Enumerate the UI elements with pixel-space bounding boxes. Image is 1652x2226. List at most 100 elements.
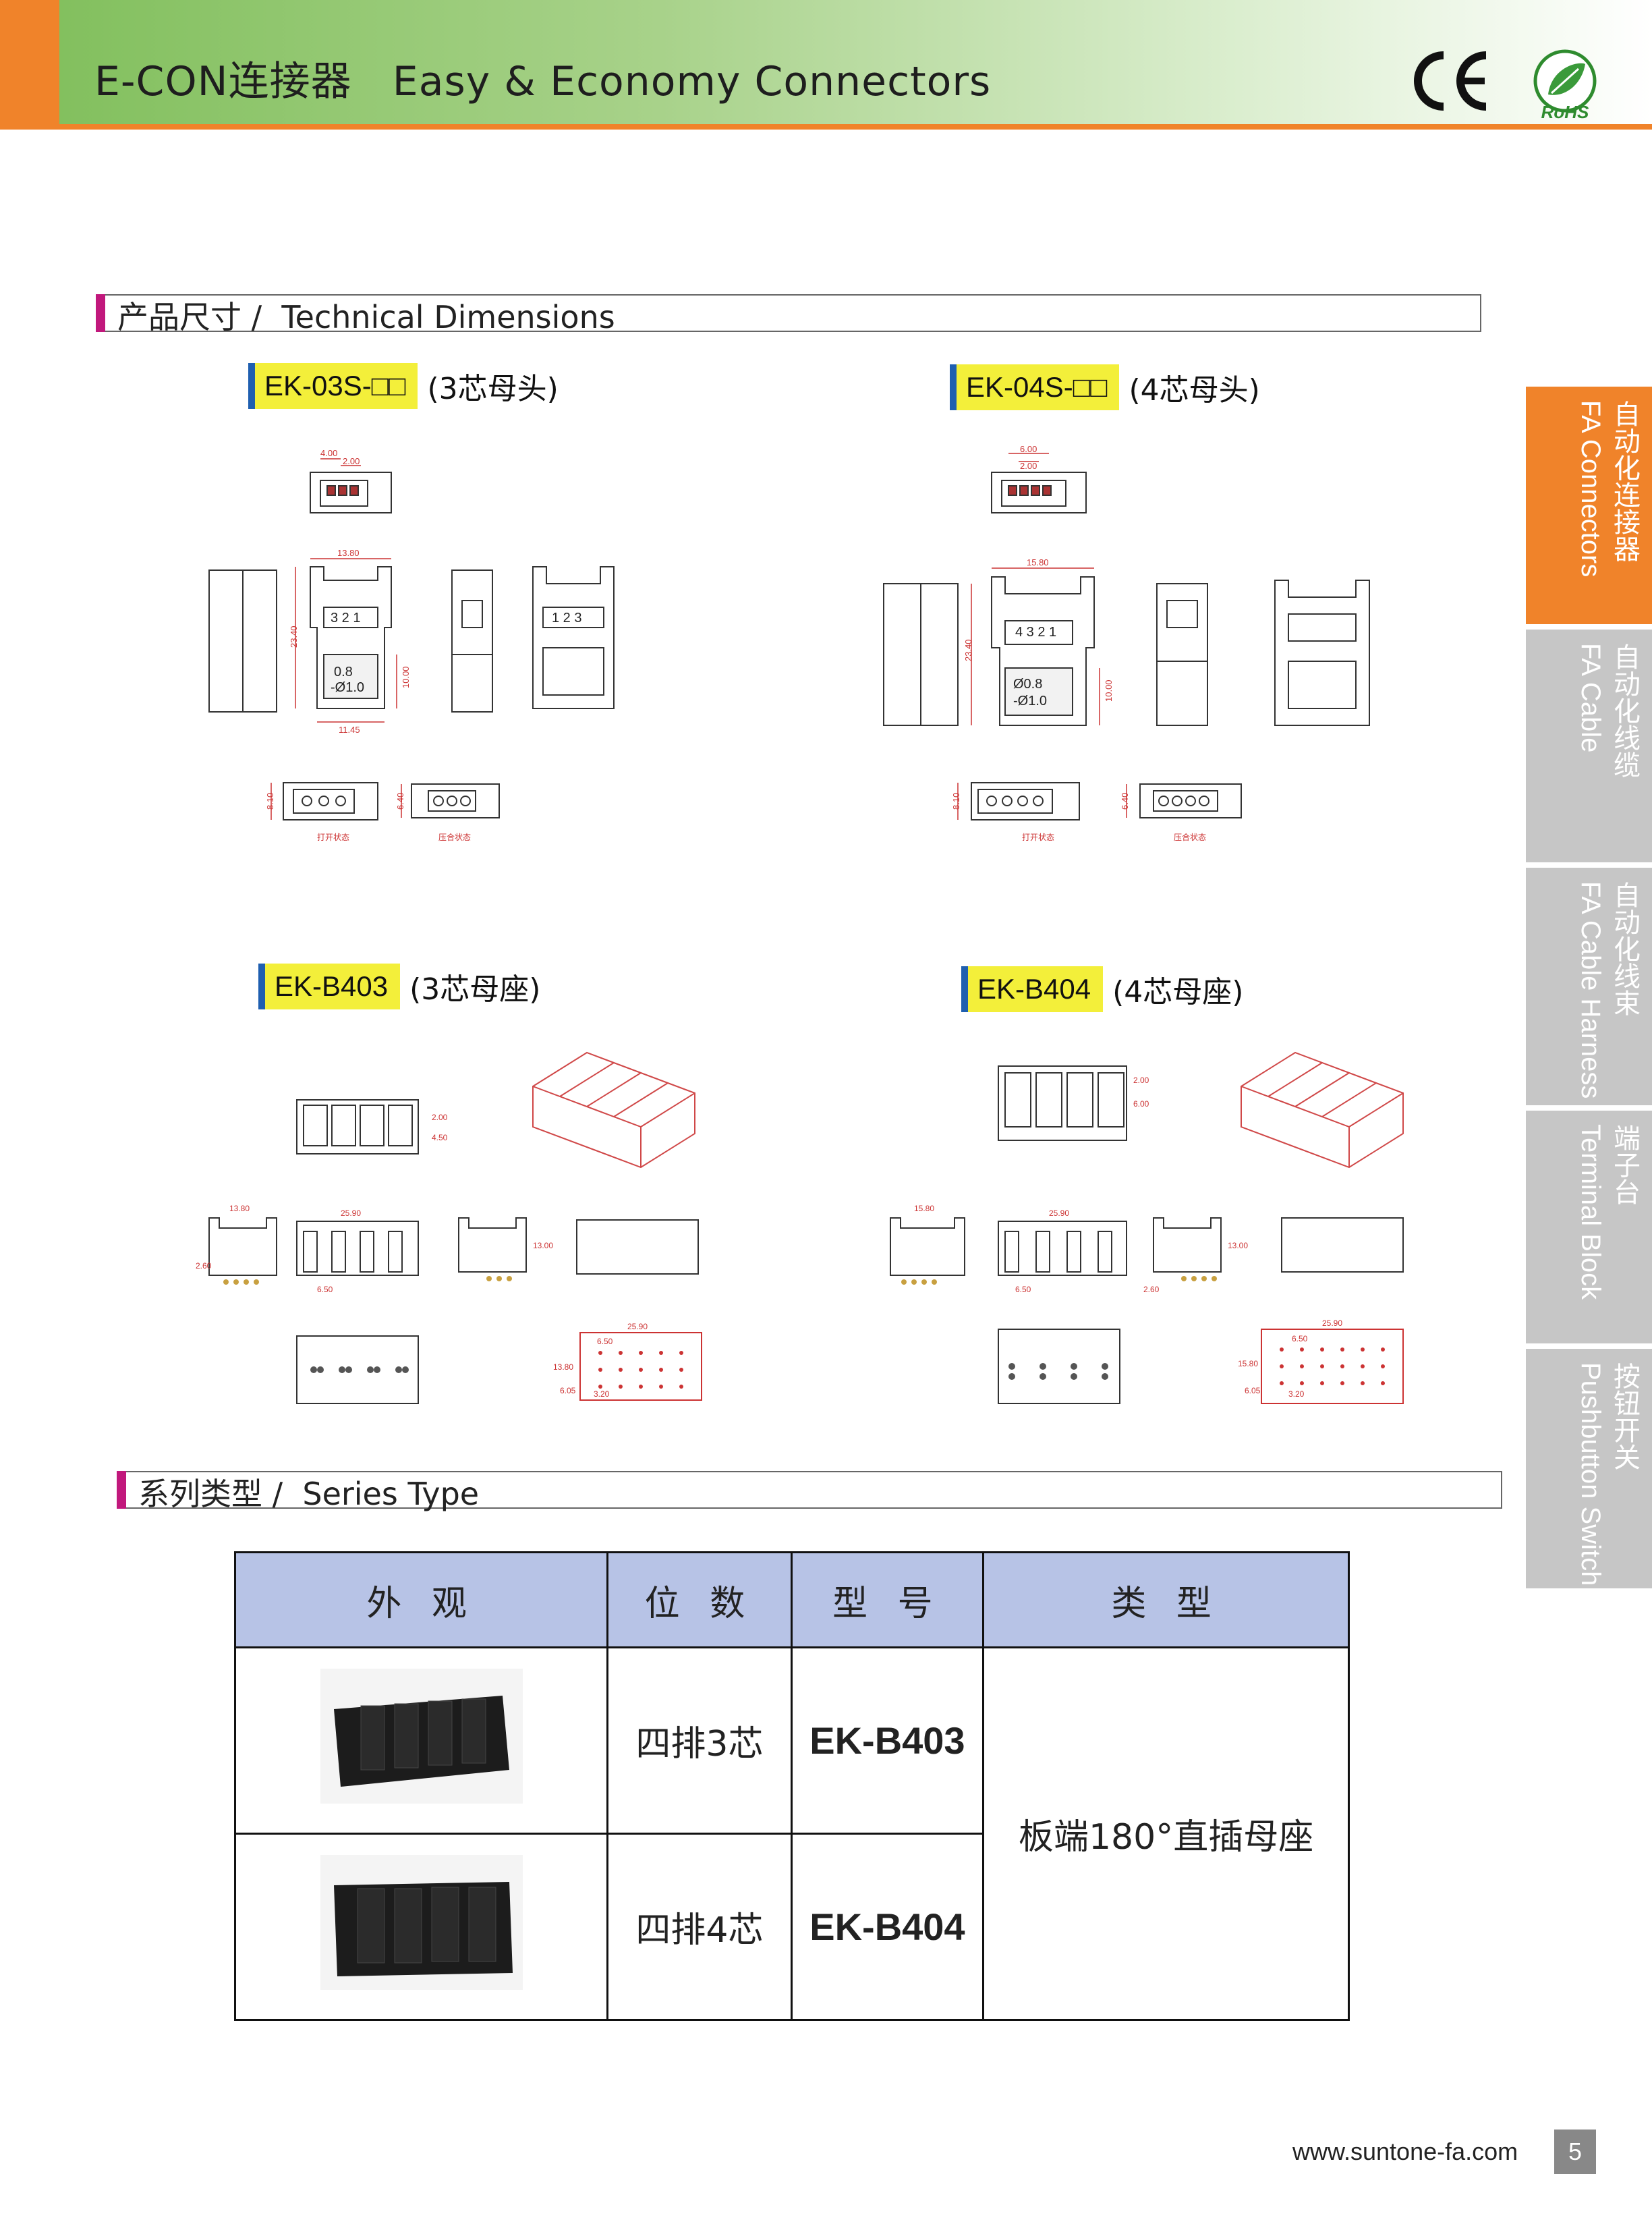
dim-label: 6.40 [395,793,405,810]
drawing-ekb403: 2.00 4.50 13.80 25.90 2.60 6.50 13.00 25… [196,1051,702,1404]
dim-label: 11.45 [339,725,360,735]
product-code: EK-B404 [968,966,1104,1012]
product-code: EK-03S-□□ [255,363,418,409]
product-desc: (3芯母头) [427,372,559,406]
series-table: 外 观 位 数 型 号 类 型 四排3芯 EK-B403 板端180°直插母座 [233,1551,1350,2021]
dim-label: 15.80 [1238,1359,1258,1368]
rohs-logo: RoHS [1528,47,1602,122]
table-header-row: 外 观 位 数 型 号 类 型 [233,1551,1350,1648]
page-number: 5 [1554,2130,1596,2174]
svg-text:RoHS: RoHS [1541,102,1589,121]
header-banner [0,0,1652,128]
dim-label: 13.00 [533,1241,553,1250]
dim-label: 6.40 [1120,793,1130,810]
digits-cell: 四排3芯 [606,1646,793,1835]
website-link[interactable]: www.suntone-fa.com [1292,2138,1518,2165]
dim-label: 15.80 [1027,557,1049,567]
dim-label: 2.60 [1143,1285,1160,1294]
dim-label: 10.00 [401,666,411,688]
drawing-ekb404: 2.00 6.00 15.80 25.90 2.60 6.50 13.00 25… [890,1051,1404,1404]
dim-label: 8.10 [951,793,961,810]
product-photo-ekb403 [320,1669,523,1804]
dim-label: 2.00 [1020,461,1037,471]
dim-label: 13.80 [337,548,360,558]
section-title: 产品尺寸 / Technical Dimensions [117,299,615,335]
side-tab-cn: 按钮开关 [1610,1362,1639,1470]
pin-label: 3 2 1 [331,611,360,625]
dim-label: 25.90 [1049,1208,1069,1218]
header-divider [0,124,1652,130]
dim-label: 23.40 [963,639,973,661]
dim-label: 13.80 [553,1362,573,1372]
section-header-dimensions: 产品尺寸 / Technical Dimensions [96,294,1481,335]
header-accent-block [0,0,59,128]
dim-label: 6.50 [1015,1285,1031,1294]
dim-label: 6.50 [597,1337,613,1346]
type-cell: 板端180°直插母座 [982,1646,1350,2021]
wire-label: 0.8 [334,665,353,679]
side-tab-en: Pushbutton Switch [1576,1362,1605,1586]
dim-label: 2.00 [343,456,360,466]
side-tab-cn: 端子台 [1610,1124,1639,1205]
dim-label: 25.90 [341,1208,361,1218]
dim-label: 6.50 [317,1285,333,1294]
page-title: E-CON连接器 Easy & Economy Connectors [94,58,992,105]
table-row: 四排4芯 EK-B404 [233,1833,1349,2021]
dim-label: 3.20 [1288,1389,1305,1399]
product-label-ekb403: EK-B403 (3芯母座) [258,964,540,1009]
dim-label: 10.00 [1104,679,1114,702]
product-desc: (3芯母座) [409,972,541,1007]
dim-label: 2.00 [1133,1076,1149,1085]
side-tab-fa-connectors[interactable]: 自动化连接器 FA Connectors [1526,387,1652,624]
wire-label: -Ø1.0 [331,680,364,695]
dim-label: 13.00 [1228,1241,1248,1250]
side-tab-fa-cable-harness[interactable]: 自动化线束 FA Cable Harness [1526,868,1652,1105]
state-label: 打开状态 [1022,833,1054,842]
side-tab-fa-cable[interactable]: 自动化线缆 FA Cable [1526,630,1652,862]
state-label: 压合状态 [1174,832,1206,842]
side-tab-terminal-block[interactable]: 端子台 Terminal Block [1526,1111,1652,1343]
dim-label: 25.90 [1322,1318,1342,1328]
side-tab-en: FA Connectors [1576,400,1605,578]
dim-label: 13.80 [229,1204,250,1213]
digits-cell: 四排4芯 [606,1833,793,2021]
dim-label: 6.05 [560,1386,576,1395]
dim-label: 6.05 [1245,1386,1261,1395]
dim-label: 2.00 [432,1113,448,1122]
product-label-ek04s: EK-04S-□□ (4芯母头) [950,364,1260,410]
product-code: EK-04S-□□ [957,364,1120,410]
section-header-series: 系列类型 / Series Type [117,1471,1502,1512]
section-title: 系列类型 / Series Type [138,1476,480,1512]
state-label: 压合状态 [438,832,471,842]
wire-label: -Ø1.0 [1013,694,1047,708]
dim-label: 15.80 [914,1204,934,1213]
product-photo-cell [233,1833,609,2021]
side-tab-cn: 自动化连接器 [1610,400,1639,562]
header-type: 类 型 [982,1551,1350,1648]
dim-label: 3.20 [594,1389,610,1399]
header-digits: 位 数 [606,1551,793,1648]
dim-label: 6.00 [1020,444,1037,454]
dim-label: 4.00 [320,448,337,458]
side-tab-pushbutton-switch[interactable]: 按钮开关 Pushbutton Switch [1526,1349,1652,1588]
pin-label: 1 2 3 [552,611,581,625]
state-label: 打开状态 [317,833,349,842]
dim-label: 4.50 [432,1133,448,1142]
side-tab-en: FA Cable Harness [1576,881,1605,1099]
drawing-ek03s: 4.00 2.00 13.80 23.40 10.00 11.45 8.10 6… [208,448,615,842]
dim-label: 6.50 [1292,1334,1308,1343]
side-tab-cn: 自动化线束 [1610,881,1639,1016]
dim-label: 23.40 [289,625,299,648]
model-cell: EK-B404 [790,1833,985,2021]
product-label-ek03s: EK-03S-□□ (3芯母头) [248,363,559,409]
product-code: EK-B403 [265,964,401,1009]
product-photo-ekb404 [320,1855,523,1990]
product-desc: (4芯母头) [1129,373,1260,408]
drawing-ek04s: 6.00 2.00 15.80 23.40 10.00 8.10 6.40 打开… [883,444,1370,842]
side-tab-cn: 自动化线缆 [1610,643,1639,778]
product-desc: (4芯母座) [1112,975,1244,1009]
product-photo-cell [233,1646,609,1835]
side-tab-en: Terminal Block [1576,1124,1605,1300]
side-tab-en: FA Cable [1576,643,1605,753]
pin-label: 4 3 2 1 [1015,625,1056,640]
